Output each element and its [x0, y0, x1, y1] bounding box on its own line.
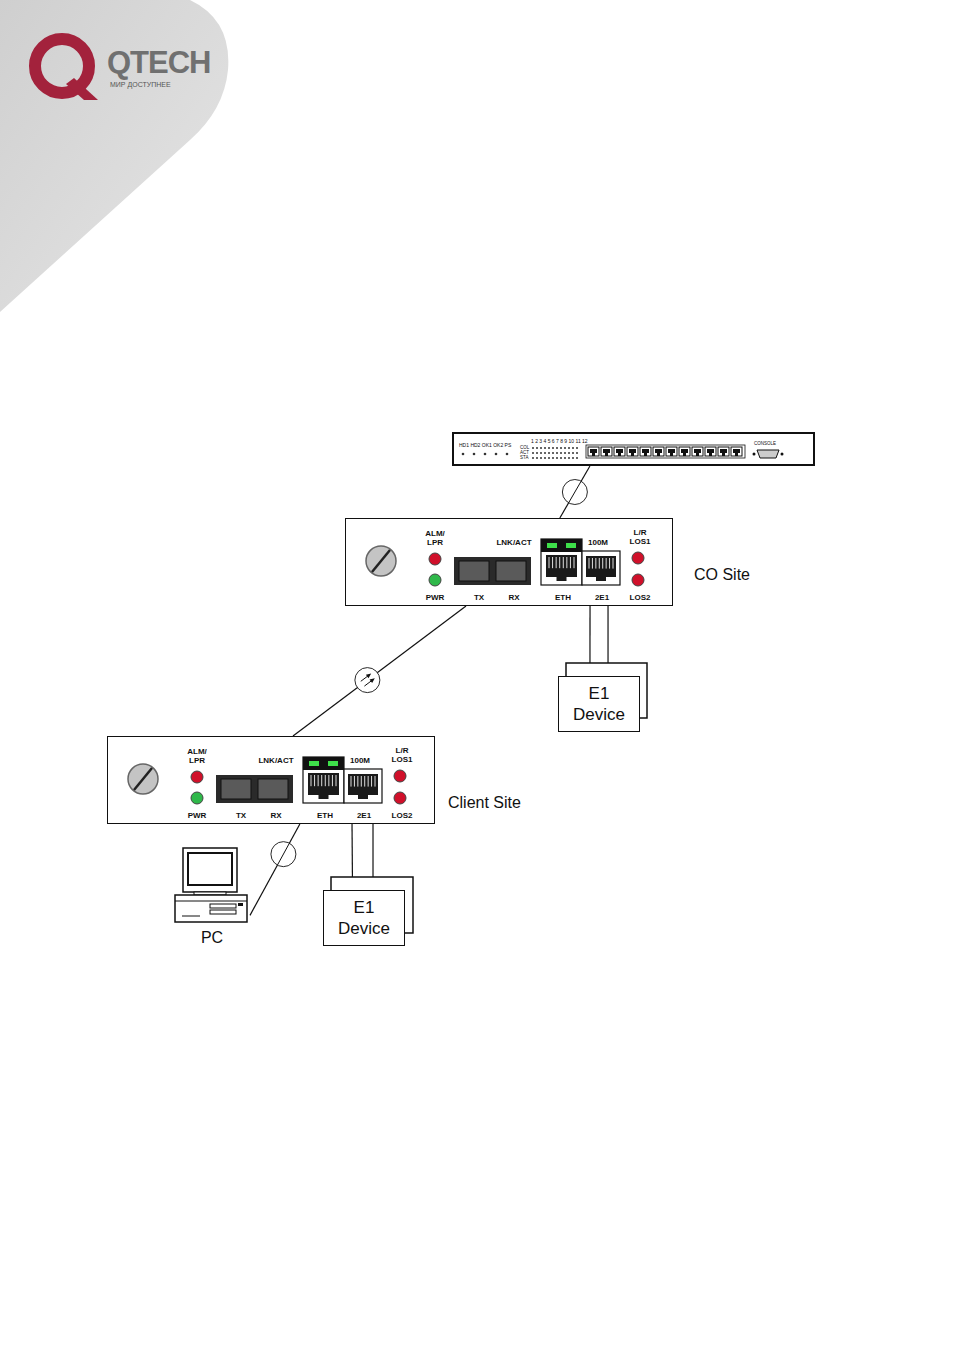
- panel-label: LOS2: [392, 811, 413, 820]
- logo-wordmark: QTECH: [107, 47, 211, 79]
- network-switch: HD1 HD2 OK1 OK2 PS 1 2 3 4 5 6 7 8 9 10 1…: [452, 432, 815, 466]
- e1-device-box: E1 Device: [558, 676, 640, 732]
- panel-label: 2E1: [595, 593, 609, 602]
- panel-label: RX: [508, 593, 519, 602]
- switch-legend: 1 2 3 4 5 6 7 8 9 10 11 12: [531, 439, 588, 444]
- site-label: Client Site: [448, 794, 521, 812]
- logo-slogan: МИР ДОСТУПНЕЕ: [110, 81, 171, 89]
- site-label: CO Site: [694, 566, 750, 584]
- switch-legend: CONSOLE: [754, 441, 776, 446]
- panel-label: TX: [474, 593, 484, 602]
- panel-label: RX: [270, 811, 281, 820]
- panel-label: ALM/ LPR: [183, 747, 211, 765]
- device-label: E1 Device: [333, 897, 395, 939]
- switch-legend: COL: [520, 445, 529, 450]
- device-label: E1 Device: [568, 683, 630, 725]
- e1-device-box: E1 Device: [323, 890, 405, 946]
- panel-label: 2E1: [357, 811, 371, 820]
- panel-label: ETH: [555, 593, 571, 602]
- link-line: [293, 606, 466, 736]
- media-converter: ALM/ LPR PWR LNK/ACT TX RX ETH 100M 2E1 L/R LOS1…: [107, 736, 435, 824]
- panel-label: LOS2: [630, 593, 651, 602]
- switch-legend: ACT: [520, 450, 529, 455]
- switch-legend: HD1 HD2 OK1 OK2 PS: [459, 443, 511, 448]
- panel-label: PWR: [426, 593, 445, 602]
- panel-label: L/R LOS1: [388, 746, 416, 764]
- panel-label: PWR: [188, 811, 207, 820]
- panel-label: ALM/ LPR: [421, 529, 449, 547]
- panel-label: ETH: [317, 811, 333, 820]
- link-line: [560, 466, 590, 518]
- panel-label: TX: [236, 811, 246, 820]
- panel-label: LNK/ACT: [258, 756, 293, 765]
- panel-label: 100M: [588, 538, 608, 547]
- panel-label: L/R LOS1: [626, 528, 654, 546]
- link-line: [250, 824, 300, 915]
- media-converter: ALM/ LPR PWR LNK/ACT TX RX ETH 100M 2E1 L/R LOS1…: [345, 518, 673, 606]
- switch-legend: STA: [520, 455, 528, 460]
- panel-label: LNK/ACT: [496, 538, 531, 547]
- panel-label: 100M: [350, 756, 370, 765]
- pc-label: PC: [174, 929, 250, 947]
- pc-computer: PC: [174, 846, 250, 948]
